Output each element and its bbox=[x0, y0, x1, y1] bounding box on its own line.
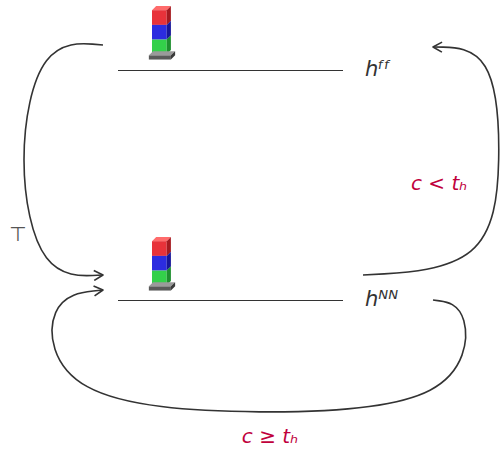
level-line bbox=[118, 300, 343, 301]
transition-condition: c < tₕ bbox=[408, 171, 470, 195]
level-line bbox=[118, 70, 343, 71]
block-stack bbox=[149, 237, 175, 291]
state-label: hᶠᶠ bbox=[365, 57, 391, 82]
state-level: hᶠᶠ bbox=[103, 45, 433, 95]
transition-condition: ⊤ bbox=[6, 222, 29, 246]
state-label: hᴺᴺ bbox=[365, 287, 398, 312]
state-level: hᴺᴺ bbox=[103, 275, 433, 325]
block-stack bbox=[149, 6, 175, 60]
transition-arrow bbox=[363, 47, 499, 275]
transition-condition: c ≥ tₕ bbox=[239, 424, 301, 448]
transition-arrow bbox=[24, 44, 103, 276]
transition-arrow bbox=[52, 290, 465, 412]
